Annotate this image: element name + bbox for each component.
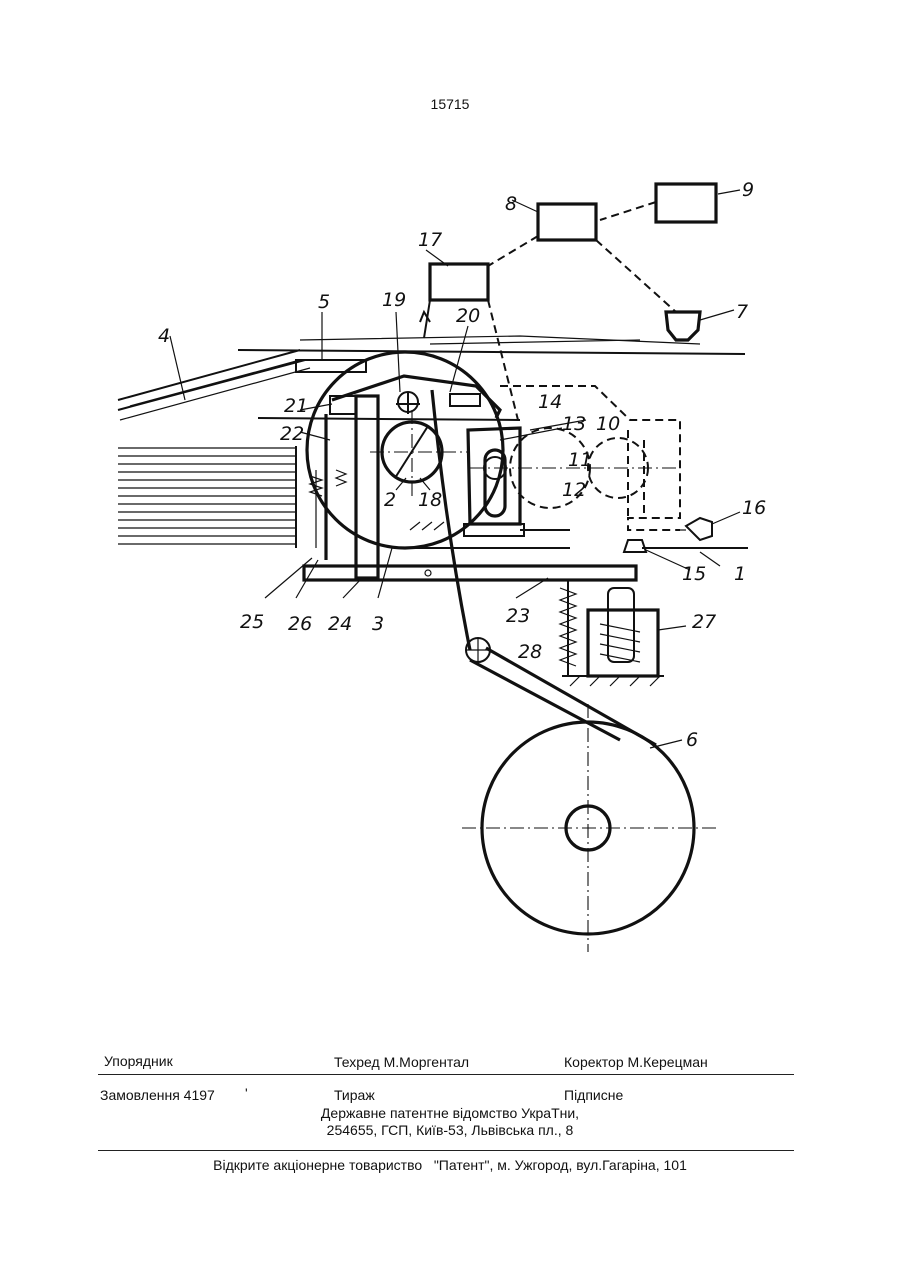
leader-lines xyxy=(170,190,740,748)
footer-rule-2 xyxy=(98,1150,794,1151)
label-6: 6 xyxy=(686,729,698,751)
drum-3 xyxy=(307,352,503,548)
label-7: 7 xyxy=(736,301,748,323)
footer-order: Замовлення 4197 xyxy=(100,1087,215,1103)
footer-circulation: Тираж xyxy=(334,1087,375,1103)
footer-tech-editor: Техред М.Моргентал xyxy=(334,1054,469,1070)
label-16: 16 xyxy=(742,497,766,519)
label-15: 15 xyxy=(682,563,706,585)
label-1: 1 xyxy=(734,563,746,585)
label-21: 21 xyxy=(284,395,308,417)
label-12: 12 xyxy=(562,479,586,501)
label-23: 23 xyxy=(506,605,530,627)
element-15 xyxy=(624,540,646,552)
label-20: 20 xyxy=(456,305,480,327)
label-18: 18 xyxy=(418,489,442,511)
footer-order-mark: ' xyxy=(245,1085,248,1101)
block-9 xyxy=(656,184,716,222)
label-3: 3 xyxy=(372,613,384,635)
element-16 xyxy=(686,518,712,540)
label-14: 14 xyxy=(538,391,562,413)
label-9: 9 xyxy=(742,179,754,201)
tape xyxy=(432,390,470,650)
footer-corrector: Коректор М.Керецман xyxy=(564,1054,708,1070)
label-19: 19 xyxy=(382,289,406,311)
label-13: 13 xyxy=(562,413,586,435)
footer-subscription: Підписне xyxy=(564,1087,623,1103)
label-8: 8 xyxy=(505,193,517,215)
label-17: 17 xyxy=(418,229,442,251)
label-24: 24 xyxy=(328,613,352,635)
footer-office-line1: Державне патентне відомство УкраТни, xyxy=(0,1105,900,1121)
label-25: 25 xyxy=(240,611,264,633)
label-10: 10 xyxy=(596,413,620,435)
sensor-7 xyxy=(666,312,700,340)
label-5: 5 xyxy=(318,291,330,313)
label-26: 26 xyxy=(288,613,312,635)
footer-publisher: Відкрите акціонерне товариство "Патент",… xyxy=(0,1157,900,1173)
label-11: 11 xyxy=(568,449,592,471)
label-22: 22 xyxy=(280,423,304,445)
label-2: 2 xyxy=(384,489,396,511)
block-17 xyxy=(430,264,488,300)
paper-stack xyxy=(118,446,296,548)
table-top xyxy=(238,350,745,354)
label-28: 28 xyxy=(518,641,542,663)
column-24 xyxy=(356,396,378,578)
label-27: 27 xyxy=(692,611,716,633)
base-plate-23 xyxy=(304,566,636,580)
block-8 xyxy=(538,204,596,240)
label-4: 4 xyxy=(158,325,170,347)
feeder-4 xyxy=(118,350,300,400)
bracket-14 xyxy=(468,428,520,524)
footer-rule-1 xyxy=(98,1074,794,1075)
damper-27 xyxy=(588,610,658,676)
footer-office-line2: 254655, ГСП, Київ-53, Львівська пл., 8 xyxy=(0,1122,900,1138)
footer-compiler: Упорядник xyxy=(104,1053,173,1069)
mechanism-drawing: 8 9 17 7 5 19 20 4 14 13 10 11 12 21 22 … xyxy=(0,0,900,1000)
